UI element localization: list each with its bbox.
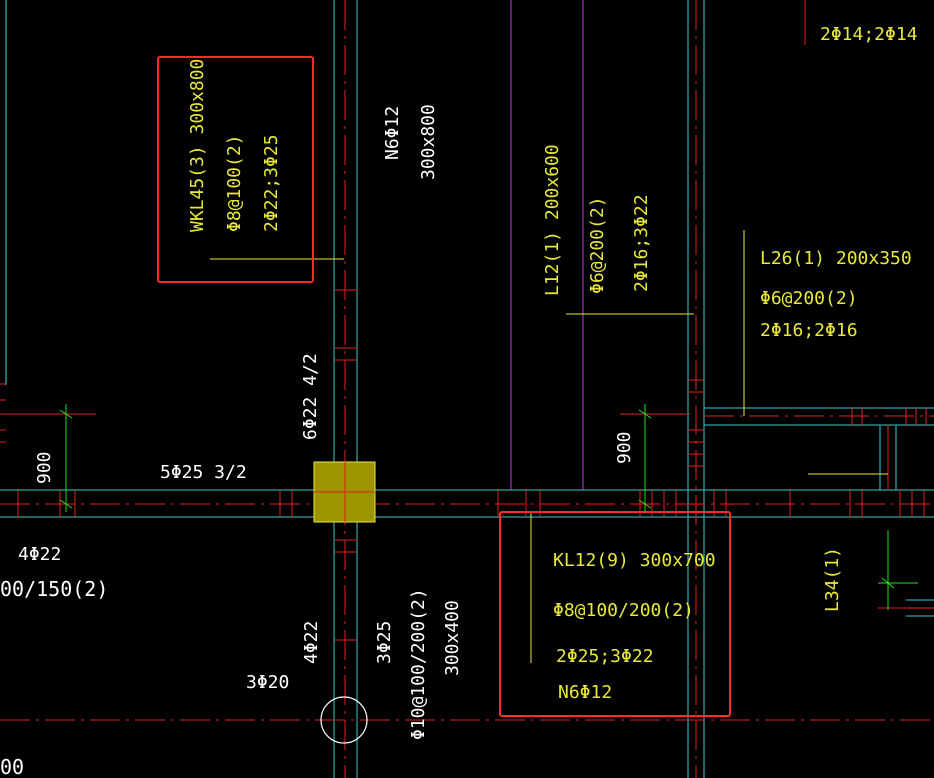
highlight-box-wkl45[interactable] xyxy=(157,56,314,283)
wkl45-line3[interactable]: 2Φ22;3Φ25 xyxy=(261,134,282,232)
rebar-3phi20[interactable]: 3Φ20 xyxy=(246,672,289,693)
wkl45-line1[interactable]: WKL45(3) 300x800 xyxy=(187,59,208,232)
dimension-lines xyxy=(59,404,918,610)
top-right-rebar[interactable]: 2Φ14;2Φ14 xyxy=(820,24,918,45)
l12-line3[interactable]: 2Φ16;3Φ22 xyxy=(631,194,652,292)
wkl45-line2[interactable]: Φ8@100(2) xyxy=(224,134,245,232)
kl12-line4[interactable]: N6Φ12 xyxy=(558,682,612,703)
rebar-5phi25[interactable]: 5Φ25 3/2 xyxy=(160,462,247,483)
kl12-line2[interactable]: Φ8@100/200(2) xyxy=(553,600,694,621)
magenta-lines xyxy=(510,0,584,490)
axis-bubble[interactable] xyxy=(320,696,368,744)
bottom-left-text[interactable]: 00 xyxy=(0,755,24,778)
l26-line2[interactable]: Φ6@200(2) xyxy=(760,288,858,309)
rebar-ticks xyxy=(0,289,927,641)
rebar-4phi22-left[interactable]: 4Φ22 xyxy=(18,544,61,565)
column-block[interactable] xyxy=(313,461,376,523)
rebar-3phi25[interactable]: 3Φ25 xyxy=(374,621,395,664)
kl12-line3[interactable]: 2Φ25;3Φ22 xyxy=(556,646,654,667)
dim-mid[interactable]: 900 xyxy=(614,431,635,464)
dim-left[interactable]: 900 xyxy=(34,451,55,484)
highlight-box-kl12[interactable] xyxy=(499,511,731,717)
l12-line1[interactable]: L12(1) 200x600 xyxy=(542,144,563,296)
kl12-line1[interactable]: KL12(9) 300x700 xyxy=(553,550,716,571)
rebar-6phi22[interactable]: 6Φ22 4/2 xyxy=(300,353,321,440)
rebar-4phi22-vert[interactable]: 4Φ22 xyxy=(301,621,322,664)
l26-line3[interactable]: 2Φ16;2Φ16 xyxy=(760,320,858,341)
rebar-phi10[interactable]: Φ10@100/200(2) xyxy=(408,588,429,740)
rebar-00-150[interactable]: 00/150(2) xyxy=(0,577,108,601)
n6-top-line2[interactable]: 300x800 xyxy=(418,104,439,180)
l26-line1[interactable]: L26(1) 200x350 xyxy=(760,248,912,269)
l34-label[interactable]: L34(1) xyxy=(822,547,843,612)
size-300x400[interactable]: 300x400 xyxy=(442,600,463,676)
l12-line2[interactable]: Φ6@200(2) xyxy=(587,196,608,294)
leader-lines xyxy=(210,230,888,663)
n6-top-line1[interactable]: N6Φ12 xyxy=(382,106,403,160)
annotations: WKL45(3) 300x800 Φ8@100(2) 2Φ22;3Φ25 N6Φ… xyxy=(0,24,918,778)
